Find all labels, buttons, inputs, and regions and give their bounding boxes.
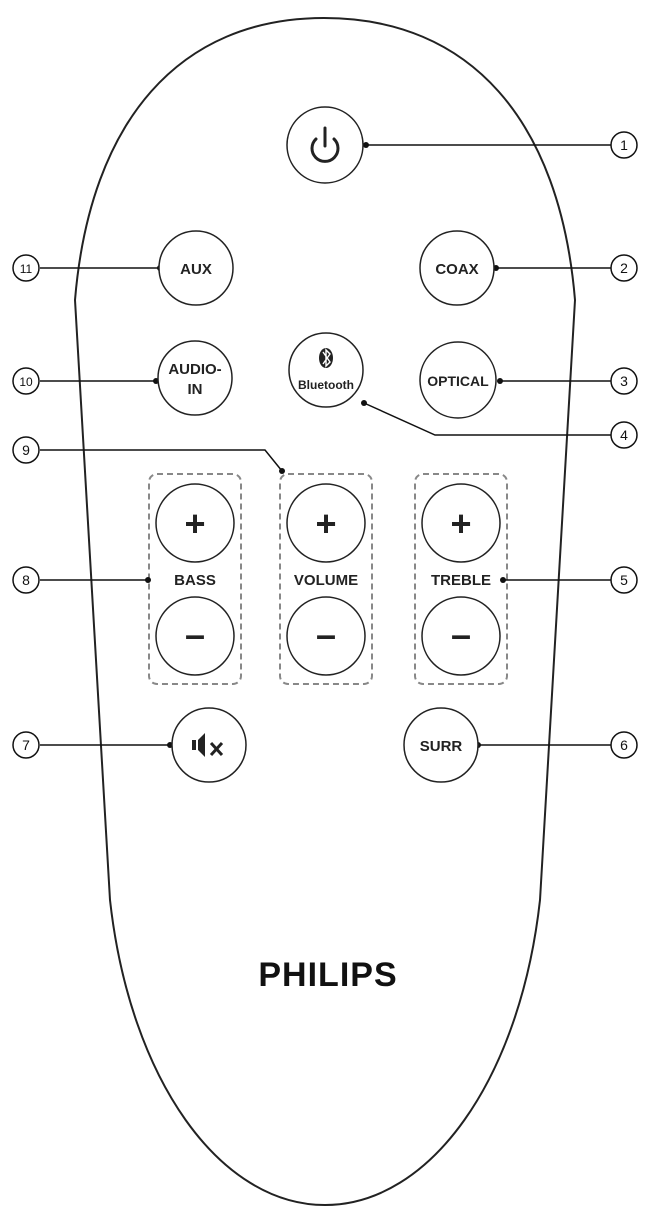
aux-label: AUX — [180, 261, 212, 278]
callout-7: 7 — [12, 731, 40, 759]
bass-plus-label: + — [184, 503, 205, 544]
callout-9: 9 — [12, 436, 40, 464]
mute-button[interactable] — [171, 707, 247, 783]
coax-button[interactable]: COAX — [419, 230, 495, 306]
volume-minus-button[interactable]: – — [286, 596, 366, 676]
svg-text:3: 3 — [620, 373, 628, 389]
callout-3: 3 — [610, 367, 638, 395]
callout-5: 5 — [610, 566, 638, 594]
svg-text:6: 6 — [620, 737, 628, 753]
volume-label: VOLUME — [294, 572, 358, 589]
bass-minus-button[interactable]: – — [155, 596, 235, 676]
bluetooth-label: Bluetooth — [298, 378, 354, 392]
treble-plus-button[interactable]: + — [421, 483, 501, 563]
callout-lines — [40, 144, 611, 746]
power-button[interactable] — [286, 106, 364, 184]
philips-logo: PHILIPS — [258, 956, 397, 994]
treble-minus-label: – — [451, 614, 471, 655]
svg-text:9: 9 — [22, 442, 30, 458]
bluetooth-button[interactable]: Bluetooth — [288, 332, 364, 408]
callout-8: 8 — [12, 566, 40, 594]
volume-group-box — [279, 473, 373, 685]
surr-label: SURR — [420, 738, 463, 755]
audio-in-label-line1: AUDIO- — [168, 361, 221, 378]
treble-group-box — [414, 473, 508, 685]
callout-2: 2 — [610, 254, 638, 282]
callout-1: 1 — [610, 131, 638, 159]
optical-label: OPTICAL — [427, 373, 489, 389]
audio-in-label-line2: IN — [188, 381, 203, 398]
svg-text:1: 1 — [620, 137, 628, 153]
callout-10: 10 — [12, 367, 40, 395]
mute-icon — [192, 733, 224, 757]
coax-label: COAX — [435, 261, 478, 278]
aux-button[interactable]: AUX — [158, 230, 234, 306]
volume-plus-button[interactable]: + — [286, 483, 366, 563]
svg-text:8: 8 — [22, 572, 30, 588]
volume-minus-label: – — [316, 614, 336, 655]
volume-plus-label: + — [315, 503, 336, 544]
treble-label: TREBLE — [431, 572, 491, 589]
svg-text:11: 11 — [20, 262, 33, 276]
svg-text:4: 4 — [620, 427, 628, 443]
svg-text:5: 5 — [620, 572, 628, 588]
treble-plus-label: + — [450, 503, 471, 544]
callout-4: 4 — [610, 421, 638, 449]
optical-button[interactable]: OPTICAL — [419, 341, 497, 419]
power-icon — [310, 126, 340, 163]
callout-6: 6 — [610, 731, 638, 759]
svg-text:2: 2 — [620, 260, 628, 276]
bass-minus-label: – — [185, 614, 205, 655]
audio-in-button[interactable]: AUDIO- IN — [157, 340, 233, 416]
bass-label: BASS — [174, 572, 216, 589]
bluetooth-icon — [319, 348, 333, 368]
treble-minus-button[interactable]: – — [421, 596, 501, 676]
svg-text:7: 7 — [22, 737, 30, 753]
surr-button[interactable]: SURR — [403, 707, 479, 783]
bass-plus-button[interactable]: + — [155, 483, 235, 563]
callout-11: 11 — [12, 254, 40, 282]
svg-text:10: 10 — [19, 375, 33, 389]
